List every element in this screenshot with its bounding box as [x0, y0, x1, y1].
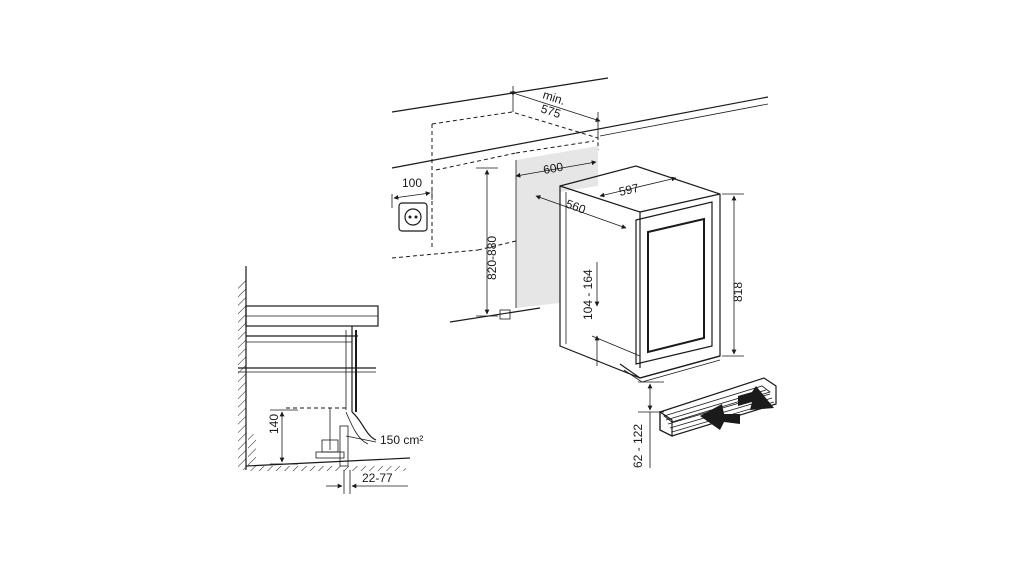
appliance-door — [635, 201, 713, 365]
dimension-unit-height: 818 — [722, 193, 745, 357]
airflow-out-arrow-icon — [738, 386, 774, 410]
dimension-niche-width: 600 — [515, 160, 597, 178]
niche-width-label: 600 — [542, 160, 564, 177]
unit-depth-label: 560 — [564, 197, 588, 217]
dimension-min-depth: min. 575 — [509, 86, 601, 140]
min-label: min. — [541, 88, 567, 108]
section-view — [238, 266, 411, 471]
plinth-range-label: 62 - 122 — [631, 424, 645, 468]
unit-width-label: 597 — [618, 181, 641, 199]
vent-height-label: 140 — [267, 414, 281, 434]
min-depth-label: 575 — [539, 102, 563, 122]
vent-area-label: 150 cm² — [380, 433, 423, 447]
vent-area-callout: 150 cm² — [345, 433, 423, 447]
dimension-vent-height: 140 — [267, 409, 298, 465]
foot-range-label: 104 - 164 — [581, 269, 595, 320]
door-glass — [647, 217, 705, 354]
dimension-niche-height: 820-880 — [476, 167, 499, 317]
plinth-offset-label: 22-77 — [362, 471, 393, 485]
dimension-foot-range: 104 - 164 — [581, 262, 641, 366]
dimension-plinth-offset: 22-77 — [326, 470, 408, 494]
dimension-unit-width: 597 — [599, 176, 677, 199]
airflow-in-arrow-icon — [700, 404, 740, 430]
dimension-unit-depth: 560 — [535, 195, 627, 229]
power-socket-icon — [398, 202, 428, 232]
socket-offset-label: 100 — [402, 176, 422, 190]
dimension-plinth-range: 62 - 122 — [631, 381, 664, 468]
dimension-socket-offset: 100 — [391, 176, 433, 208]
unit-height-label: 818 — [731, 282, 745, 302]
niche-height-label: 820-880 — [485, 236, 499, 280]
